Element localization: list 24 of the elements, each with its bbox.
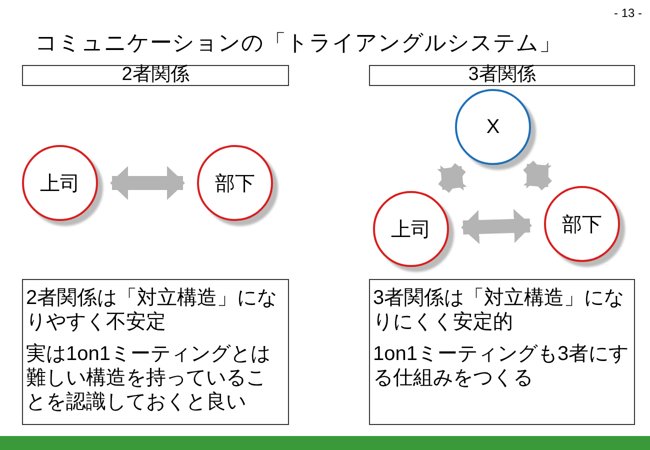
- node-label: 部下: [215, 172, 255, 196]
- double-arrow: [437, 163, 467, 193]
- person-circle: [455, 89, 531, 165]
- heading-text: 3者関係: [468, 64, 536, 85]
- text-box: [22, 279, 289, 425]
- person-circle: [544, 186, 620, 262]
- paragraph: 3者関係は「対立構造」になりにくく安定的: [373, 286, 626, 334]
- node-label: 上司: [391, 218, 431, 242]
- node-label: X: [486, 116, 500, 138]
- paragraph: 実は1on1ミーティングとは難しい構造を持っていることを認識しておくと良い: [26, 342, 272, 414]
- paragraph: 1on1ミーティングも3者にする仕組みをつくる: [373, 342, 630, 390]
- node-label: 上司: [40, 172, 80, 196]
- person-circle: [373, 191, 449, 267]
- double-arrow: [461, 208, 532, 244]
- double-arrow: [110, 166, 185, 200]
- heading-text: 2者関係: [122, 64, 190, 85]
- page-number: - 13 -: [614, 6, 642, 20]
- paragraph: 2者関係は「対立構造」になりやすく不安定: [26, 286, 278, 334]
- slide-title: コミュニケーションの「トライアングルシステム」: [35, 29, 561, 57]
- heading-box: [369, 65, 635, 86]
- node-label: 部下: [562, 212, 602, 238]
- double-arrow: [523, 160, 552, 190]
- heading-box: [22, 65, 289, 86]
- text-box: [369, 279, 635, 425]
